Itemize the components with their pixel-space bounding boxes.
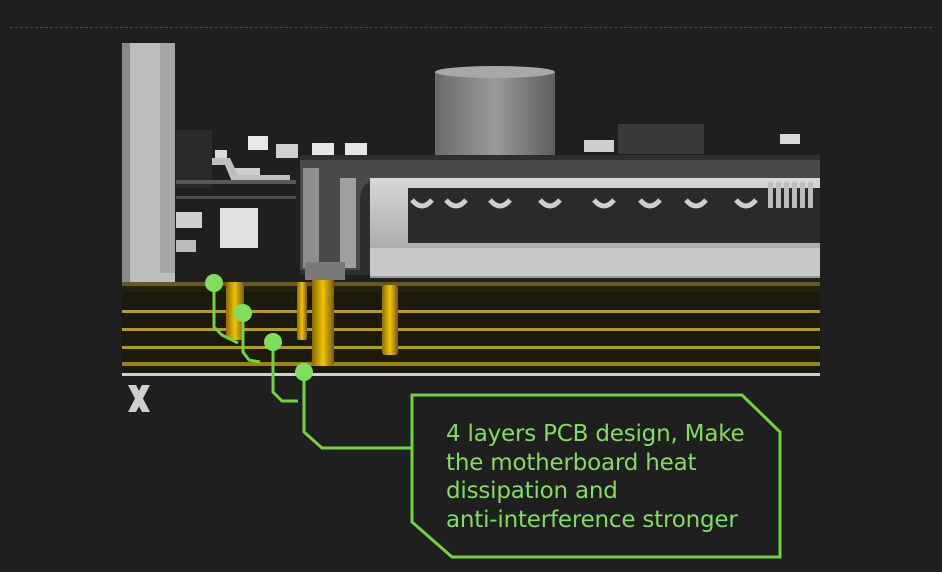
callout-leaders: [212, 283, 412, 450]
top-divider: [10, 27, 932, 28]
left-bracket: [122, 43, 175, 412]
callout-dots: [205, 274, 313, 381]
callout-frame: [410, 393, 782, 559]
callout-line-4: anti-interference stronger: [446, 506, 738, 533]
smd-components: [176, 130, 367, 252]
capacitor: [435, 66, 555, 160]
connector: [300, 155, 820, 304]
callout-text: 4 layers PCB design, Make the motherboar…: [446, 420, 766, 534]
callout-line-2: the motherboard heat: [446, 449, 697, 476]
callout-line-3: dissipation and: [446, 478, 618, 504]
callout-line-1: 4 layers PCB design, Make: [446, 421, 745, 447]
ic-chip: [584, 124, 800, 154]
